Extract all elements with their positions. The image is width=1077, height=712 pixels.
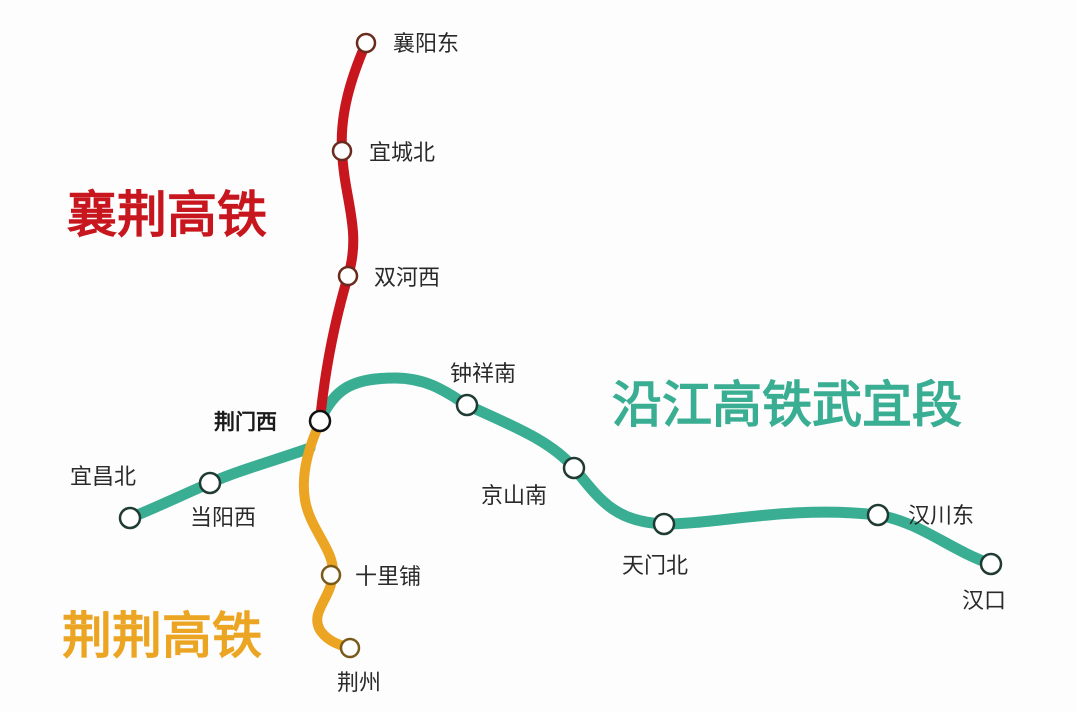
label-shilipu: 十里铺 [355, 565, 421, 590]
label-hanchuandong: 汉川东 [908, 504, 974, 529]
label-yichangbei: 宜昌北 [70, 465, 136, 490]
station-jingmenxi-marker[interactable] [308, 409, 332, 433]
label-jingmenxi: 荆门西 [214, 410, 277, 434]
label-tianmenbei: 天门北 [622, 554, 688, 579]
station-jingzhou-marker[interactable] [339, 637, 361, 659]
title-xiangjing: 襄荆高铁 [67, 186, 267, 244]
label-jingshannan: 京山南 [481, 484, 547, 509]
station-hankou-marker[interactable] [979, 552, 1003, 576]
label-zhongxiangnan: 钟祥南 [450, 362, 516, 387]
label-shuanghexi: 双河西 [374, 266, 440, 291]
station-jingshannan-marker[interactable] [562, 456, 586, 480]
label-jingzhou: 荆州 [337, 671, 381, 696]
label-dangyangxi: 当阳西 [190, 506, 256, 531]
title-jingjing: 荆荆高铁 [62, 607, 262, 665]
station-tianmenbei-marker[interactable] [652, 512, 676, 536]
station-shuanghexi-marker[interactable] [337, 265, 359, 287]
label-yichengbei: 宜城北 [369, 141, 435, 166]
station-yichengbei-marker[interactable] [331, 140, 353, 162]
station-zhongxiangnan-marker[interactable] [455, 393, 479, 417]
xiangjing-line [315, 38, 371, 425]
label-xiangyangdong: 襄阳东 [393, 32, 459, 57]
station-yichangbei-marker[interactable] [118, 506, 142, 530]
label-hankou: 汉口 [962, 589, 1006, 614]
title-yanjiang: 沿江高铁武宜段 [612, 376, 962, 434]
station-xiangyangdong-marker[interactable] [355, 32, 377, 54]
station-hanchuandong-marker[interactable] [866, 503, 890, 527]
jingjing-line [298, 417, 355, 653]
station-dangyangxi-marker[interactable] [198, 471, 222, 495]
station-shilipu-marker[interactable] [320, 564, 342, 586]
